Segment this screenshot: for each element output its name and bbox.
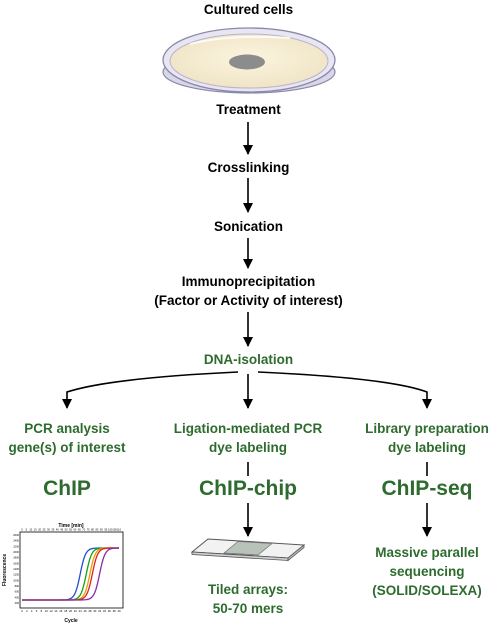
pcr-curve (22, 547, 120, 601)
pcr-bottom-tick-label: 32 (98, 609, 102, 613)
pcr-bottom-tick-label: 2 (26, 609, 28, 613)
label-immunoprecipitation-line2: (Factor or Activity of interest) (154, 293, 343, 308)
pcr-bottom-tick-label: 18 (64, 609, 68, 613)
pcr-top-tick-label: 105 (112, 528, 117, 532)
method-chip: ChIP (43, 477, 91, 500)
pcr-top-tick-label: 65 (78, 528, 81, 532)
result-sequencing-line2: sequencing (389, 564, 465, 579)
pcr-y-tick-label: 400 (15, 595, 20, 599)
method-chip-seq: ChIP-seq (381, 477, 473, 500)
pcr-bottom-tick-label: 12 (50, 609, 54, 613)
label-crosslinking: Crosslinking (207, 160, 290, 175)
pcr-top-tick-label: 45 (60, 528, 63, 532)
pcr-top-tick-label: 70 (82, 528, 85, 532)
branch-chip-description: PCR analysis gene(s) of interest (0, 419, 137, 457)
pcr-top-tick-label: 80 (91, 528, 94, 532)
pcr-y-tick-label: 1800 (13, 556, 19, 560)
pcr-time-title: Time [min] (58, 523, 84, 529)
branch-chipchip-description: Ligation-mediated PCR dye labeling (158, 419, 338, 457)
method-chip-chip: ChIP-chip (199, 477, 297, 500)
pcr-top-tick-label: 110 (117, 528, 122, 532)
pcr-y-tick-label: 1600 (13, 561, 19, 565)
pcr-top-tick-label: 10 (29, 528, 32, 532)
pcr-bottom-tick-label: 6 (36, 609, 38, 613)
branch-chipseq-line1: Library preparation (365, 421, 489, 436)
result-tiled-arrays: Tiled arrays: 50-70 mers (178, 580, 318, 618)
result-massive-parallel-sequencing: Massive parallel sequencing (SOLID/SOLEX… (352, 543, 497, 600)
pcr-top-tick-label: 20 (38, 528, 41, 532)
pcr-y-tick-label: 1200 (13, 573, 19, 577)
pcr-top-tick-label: 25 (43, 528, 46, 532)
pcr-top-tick-label: 90 (100, 528, 103, 532)
branch-chip-line1: PCR analysis (24, 421, 110, 436)
pcr-top-tick-label: 35 (51, 528, 54, 532)
pcr-y-tick-label: 1400 (13, 567, 19, 571)
pcr-bottom-tick-label: 36 (108, 609, 112, 613)
pcr-y-tick-label: 800 (15, 584, 20, 588)
label-immunoprecipitation-line1: Immunoprecipitation (181, 274, 316, 289)
pcr-bottom-tick-label: 0 (21, 609, 23, 613)
pcr-y-tick-label: 2200 (13, 544, 19, 548)
pcr-bottom-tick-label: 38 (113, 609, 117, 613)
branch-chipseq-line2: dye labeling (387, 440, 467, 455)
pcr-fluorescence-label: Fluorescence (2, 554, 8, 586)
result-sequencing-line1: Massive parallel (375, 545, 479, 560)
pcr-bottom-tick-label: 30 (93, 609, 97, 613)
pcr-bottom-tick-label: 26 (83, 609, 87, 613)
pcr-bottom-tick-label: 10 (45, 609, 49, 613)
branch-chipchip-line1: Ligation-mediated PCR (173, 421, 323, 436)
result-tiled-arrays-line1: Tiled arrays: (207, 582, 289, 597)
pcr-bottom-tick-label: 16 (59, 609, 63, 613)
pcr-y-tick-label: 200 (15, 601, 20, 605)
pcr-top-tick-label: 15 (34, 528, 37, 532)
label-immunoprecipitation: Immunoprecipitation (Factor or Activity … (0, 272, 497, 310)
label-treatment: Treatment (216, 102, 281, 117)
pcr-top-tick-label: 5 (26, 528, 28, 532)
pcr-bottom-tick-label: 34 (103, 609, 107, 613)
pcr-y-tick-label: 2000 (13, 550, 19, 554)
result-tiled-arrays-line2: 50-70 mers (212, 601, 284, 616)
pcr-top-tick-label: 75 (87, 528, 90, 532)
pcr-y-tick-label: 600 (15, 590, 20, 594)
pcr-top-tick-label: 30 (47, 528, 50, 532)
pcr-top-tick-label: 55 (69, 528, 72, 532)
pcr-bottom-tick-label: 4 (31, 609, 33, 613)
petri-dish-icon (162, 27, 336, 94)
pcr-top-tick-label: 50 (65, 528, 68, 532)
pcr-cycle-label: Cycle (64, 618, 78, 624)
pcr-y-tick-label: 2600 (13, 533, 19, 537)
pcr-curves (22, 547, 120, 601)
pcr-top-tick-label: 85 (96, 528, 99, 532)
pcr-top-tick-label: 0 (21, 528, 23, 532)
arrow-branch-right (257, 371, 432, 409)
branch-chipseq-description: Library preparation dye labeling (352, 419, 497, 457)
pcr-bottom-tick-label: 22 (74, 609, 78, 613)
pcr-y-tick-label: 1000 (13, 578, 19, 582)
pcr-top-tick-label: 60 (73, 528, 76, 532)
branch-chipchip-line2: dye labeling (208, 440, 288, 455)
pcr-bottom-tick-label: 28 (88, 609, 92, 613)
pcr-bottom-tick-label: 8 (41, 609, 43, 613)
pcr-top-tick-label: 100 (108, 528, 113, 532)
arrow-branch-left (62, 371, 239, 409)
pcr-bottom-tick-label: 14 (54, 609, 58, 613)
branch-chip-line2: gene(s) of interest (8, 440, 126, 455)
tiled-array-slide-icon (190, 538, 306, 562)
pcr-bottom-tick-label: 40 (117, 609, 121, 613)
label-dna-isolation: DNA-isolation (203, 352, 294, 367)
pcr-top-tick-label: 95 (104, 528, 107, 532)
result-sequencing-line3: (SOLID/SOLEXA) (372, 583, 482, 598)
label-sonication: Sonication (213, 219, 283, 234)
pcr-bottom-tick-label: 24 (79, 609, 83, 613)
pcr-y-tick-label: 2400 (13, 539, 19, 543)
label-cultured-cells: Cultured cells (203, 2, 294, 17)
pcr-bottom-tick-label: 20 (69, 609, 73, 613)
pcr-top-tick-label: 40 (56, 528, 59, 532)
